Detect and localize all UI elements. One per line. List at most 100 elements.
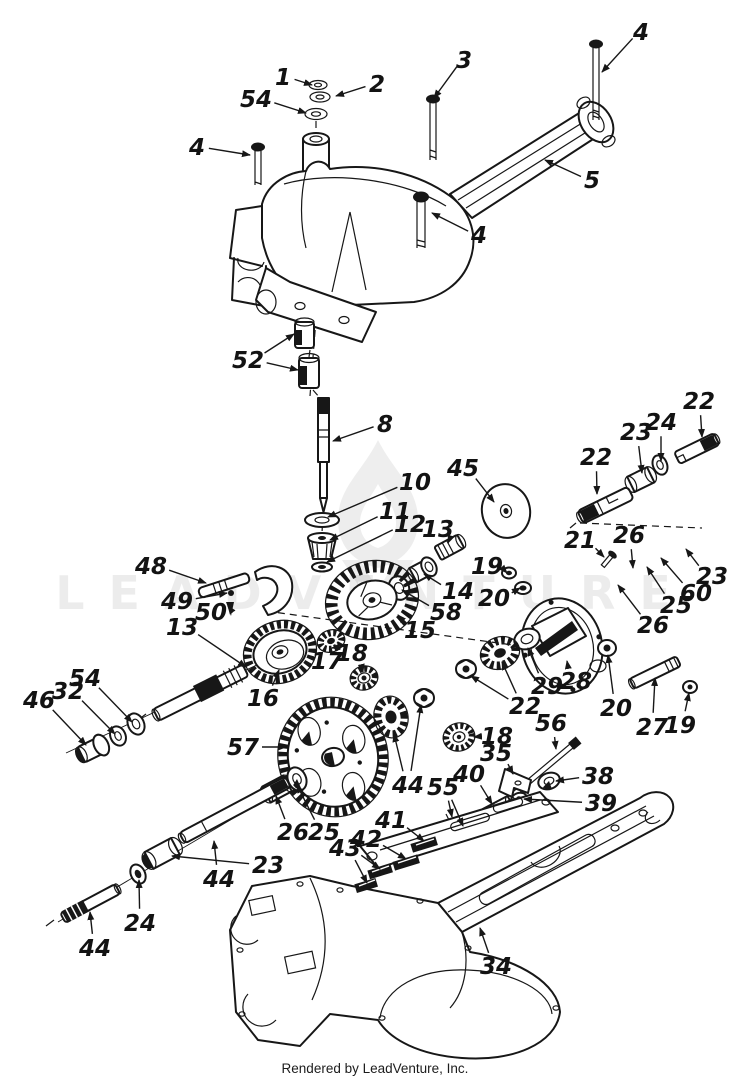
- svg-text:32: 32: [52, 679, 84, 705]
- callout-13: 13: [166, 615, 247, 668]
- callout-50: 50: [195, 600, 236, 626]
- hex-nut: [413, 688, 435, 708]
- svg-text:1: 1: [275, 65, 291, 91]
- callout-54: 54: [240, 87, 307, 114]
- callout-19: 19: [471, 554, 508, 580]
- svg-text:42: 42: [349, 827, 382, 853]
- callout-29: 29: [527, 647, 563, 700]
- callout-49: 49: [160, 589, 228, 615]
- svg-text:11: 11: [379, 499, 411, 525]
- callout-44: 44: [202, 840, 235, 893]
- screw-21: [600, 550, 617, 569]
- brake-disc: [480, 483, 532, 539]
- svg-text:44: 44: [78, 936, 111, 962]
- callout-23: 23: [171, 853, 284, 879]
- svg-text:5: 5: [584, 168, 600, 194]
- svg-text:3: 3: [456, 48, 472, 74]
- upper-housing-assembly: [229, 39, 616, 343]
- callout-43: 43: [328, 836, 381, 884]
- svg-text:14: 14: [442, 579, 474, 605]
- callout-1: 1: [275, 65, 313, 91]
- callout-55: 55: [427, 775, 464, 827]
- callout-34: 34: [479, 927, 512, 980]
- svg-text:44: 44: [391, 773, 424, 799]
- svg-text:60: 60: [680, 581, 712, 607]
- callout-44: 44: [391, 704, 424, 799]
- svg-text:12: 12: [394, 512, 426, 538]
- svg-text:54: 54: [69, 666, 101, 692]
- svg-text:19: 19: [471, 554, 503, 580]
- svg-text:4: 4: [188, 135, 205, 161]
- svg-text:26: 26: [637, 613, 669, 639]
- svg-text:22: 22: [509, 694, 541, 720]
- bevel-gear-cluster: [74, 559, 420, 764]
- svg-text:24: 24: [645, 410, 677, 436]
- svg-text:41: 41: [374, 808, 407, 834]
- svg-text:50: 50: [195, 600, 227, 626]
- svg-text:25: 25: [308, 820, 340, 846]
- callout-60: 60: [660, 557, 712, 607]
- callout-25: 25: [296, 784, 340, 846]
- svg-text:28: 28: [560, 669, 592, 695]
- callout-14: 14: [423, 573, 474, 605]
- callout-4: 4: [431, 212, 487, 249]
- svg-text:55: 55: [427, 775, 459, 801]
- svg-text:23: 23: [696, 564, 728, 590]
- svg-text:22: 22: [580, 445, 612, 471]
- callout-18: 18: [336, 641, 368, 673]
- output-gear-set: [259, 695, 409, 818]
- svg-text:10: 10: [399, 470, 431, 496]
- callout-54: 54: [69, 666, 133, 723]
- callout-39: 39: [523, 791, 617, 817]
- callout-10: 10: [327, 470, 431, 518]
- svg-text:26: 26: [277, 820, 309, 846]
- callout-23: 23: [685, 548, 728, 590]
- callout-25: 25: [646, 566, 692, 619]
- callout-57: 57: [227, 735, 287, 761]
- svg-text:52: 52: [232, 348, 264, 374]
- svg-text:8: 8: [377, 412, 393, 438]
- callout-15: 15: [397, 614, 436, 644]
- callout-28: 28: [560, 660, 592, 695]
- svg-text:27: 27: [636, 715, 668, 741]
- svg-text:17: 17: [311, 649, 343, 675]
- svg-text:49: 49: [160, 589, 193, 615]
- callout-45: 45: [446, 456, 495, 503]
- svg-text:24: 24: [124, 911, 156, 937]
- callout-44: 44: [78, 911, 111, 962]
- callout-20: 20: [478, 586, 521, 612]
- bolt: [413, 191, 429, 248]
- hex-nut: [455, 659, 477, 679]
- svg-text:20: 20: [478, 586, 510, 612]
- svg-text:40: 40: [452, 762, 485, 788]
- svg-text:56: 56: [535, 711, 567, 737]
- callout-4: 4: [601, 20, 649, 73]
- svg-text:45: 45: [446, 456, 479, 482]
- svg-text:35: 35: [480, 741, 512, 767]
- callout-16: 16: [247, 669, 280, 712]
- callout-22: 22: [683, 389, 715, 438]
- svg-text:25: 25: [660, 593, 692, 619]
- svg-text:13: 13: [166, 615, 198, 641]
- svg-text:23: 23: [620, 420, 652, 446]
- callout-52: 52: [232, 333, 299, 374]
- svg-text:43: 43: [328, 836, 361, 862]
- callout-35: 35: [480, 741, 514, 775]
- axle-shafts: [45, 776, 291, 927]
- callout-41: 41: [374, 808, 425, 842]
- svg-text:16: 16: [247, 686, 279, 712]
- svg-text:13: 13: [422, 517, 454, 543]
- callout-56: 56: [535, 711, 567, 750]
- callout-13: 13: [422, 517, 455, 544]
- svg-text:38: 38: [582, 764, 614, 790]
- callout-46: 46: [22, 688, 87, 746]
- svg-text:18: 18: [481, 724, 513, 750]
- svg-text:39: 39: [585, 791, 617, 817]
- svg-text:46: 46: [22, 688, 55, 714]
- svg-text:22: 22: [683, 389, 715, 415]
- svg-text:34: 34: [480, 954, 512, 980]
- callout-42: 42: [349, 827, 407, 860]
- callout-24: 24: [645, 410, 677, 462]
